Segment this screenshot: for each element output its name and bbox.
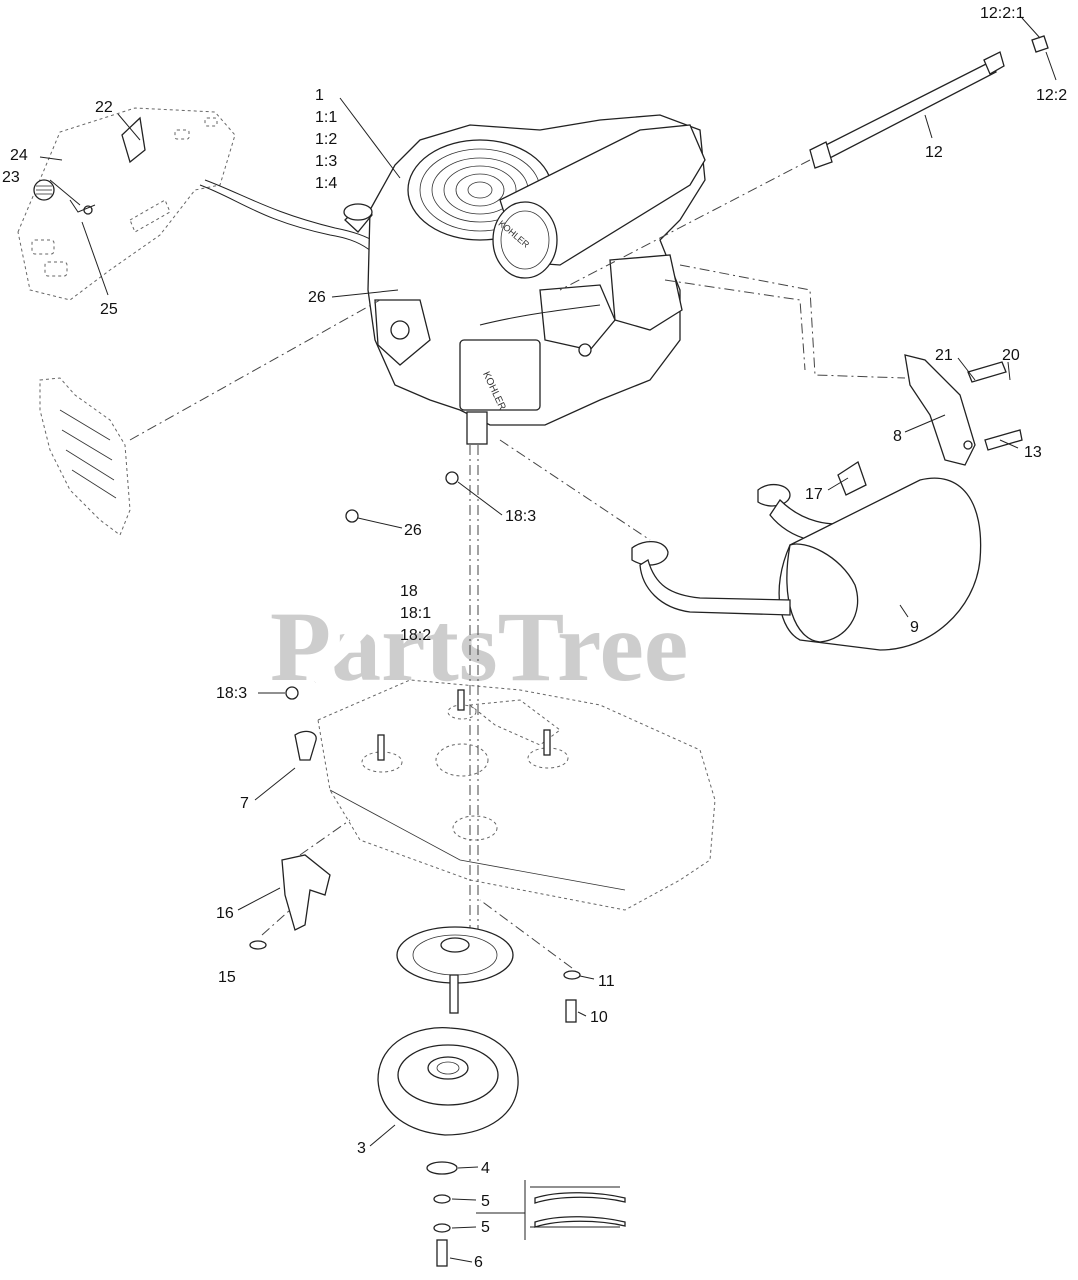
leader-lines: [39, 17, 1057, 1263]
callout-1-2: 1:2: [315, 131, 337, 148]
callout-23: 23: [2, 169, 20, 186]
engine-shield: [39, 299, 381, 536]
callout-9: 9: [910, 619, 919, 636]
mounting-plate: [294, 679, 716, 911]
clutch-bracket: [249, 819, 581, 1023]
callout-8: 8: [893, 428, 902, 445]
callout-7: 7: [240, 795, 249, 812]
callouts: 12:2:1 12:2 12 1 1:1 1:2 1:3 1:4 22 24 2…: [2, 5, 1067, 1271]
callout-5-lower: 5: [481, 1219, 490, 1236]
engine-shaft: [559, 35, 1049, 291]
callout-16: 16: [216, 905, 234, 922]
callout-3: 3: [357, 1140, 366, 1157]
engine: KOHLER KOHLER: [343, 114, 706, 445]
callout-17: 17: [805, 486, 823, 503]
callout-13: 13: [1024, 444, 1042, 461]
callout-24: 24: [10, 147, 28, 164]
callout-12-2: 12:2: [1036, 87, 1067, 104]
callout-21: 21: [935, 347, 953, 364]
callout-6: 6: [474, 1254, 483, 1271]
watermark-text: PartsTree: [270, 591, 688, 702]
callout-1-4: 1:4: [315, 175, 337, 192]
callout-20: 20: [1002, 347, 1020, 364]
callout-12-2-1: 12:2:1: [980, 5, 1025, 22]
callout-4: 4: [481, 1160, 490, 1177]
callout-18-2: 18:2: [400, 627, 431, 644]
callout-1-3: 1:3: [315, 153, 337, 170]
callout-15: 15: [218, 969, 236, 986]
callout-1-1: 1:1: [315, 109, 337, 126]
callout-25: 25: [100, 301, 118, 318]
fuel-line: [285, 471, 459, 700]
callout-10: 10: [590, 1009, 608, 1026]
callout-26-top: 26: [308, 289, 326, 306]
callout-18-1: 18:1: [400, 605, 431, 622]
callout-22: 22: [95, 99, 113, 116]
control-panel: [17, 107, 411, 301]
callout-1: 1: [315, 87, 324, 104]
callout-18: 18: [400, 583, 418, 600]
callout-5-upper: 5: [481, 1193, 490, 1210]
callout-11: 11: [598, 973, 615, 990]
callout-18-3-lower: 18:3: [216, 685, 247, 702]
callout-18-3-top: 18:3: [505, 508, 536, 525]
callout-26-lower: 26: [404, 522, 422, 539]
callout-12: 12: [925, 144, 943, 161]
muffler-assembly: [499, 264, 1023, 651]
pto-clutch: [377, 445, 626, 1267]
